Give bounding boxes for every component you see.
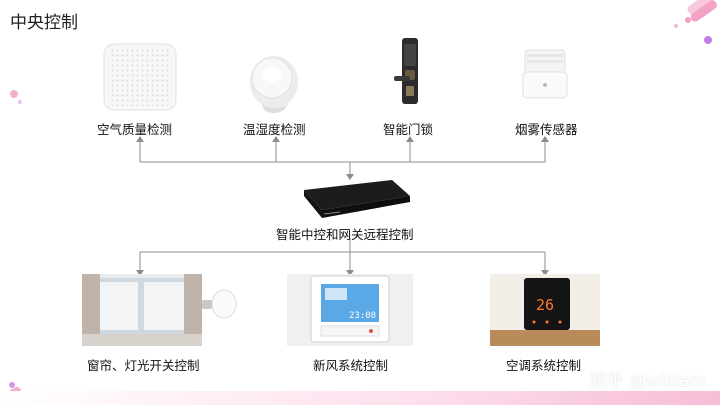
smart-door-lock-icon (390, 36, 430, 112)
hub-label: 智能中控和网关远程控制 (276, 224, 414, 243)
sensor-label-air-quality: 空气质量检测 (97, 119, 172, 138)
sensor-label-smoke: 烟雾传感器 (515, 119, 578, 138)
sensor-label-door-lock: 智能门锁 (383, 119, 433, 138)
fresh-air-panel-icon: 23:08 (287, 274, 413, 346)
smoke-sensor-icon (515, 44, 575, 114)
control-label-curtain-light: 窗帘、灯光开关控制 (87, 355, 200, 374)
sensor-label-temp-humidity: 温湿度检测 (243, 119, 306, 138)
watermark: 知乎 @william (590, 366, 706, 391)
control-label-ac: 空调系统控制 (506, 355, 581, 374)
gateway-hub-icon (294, 176, 414, 222)
fresh-air-screen-time: 23:08 (349, 311, 376, 321)
ac-thermostat-icon: 26 (490, 274, 600, 346)
temp-humidity-sensor-icon (244, 48, 304, 118)
air-quality-sensor-icon (100, 38, 180, 114)
curtain-light-icon (82, 274, 242, 346)
ac-screen-temp: 26 (536, 296, 554, 314)
control-label-fresh-air: 新风系统控制 (313, 355, 388, 374)
